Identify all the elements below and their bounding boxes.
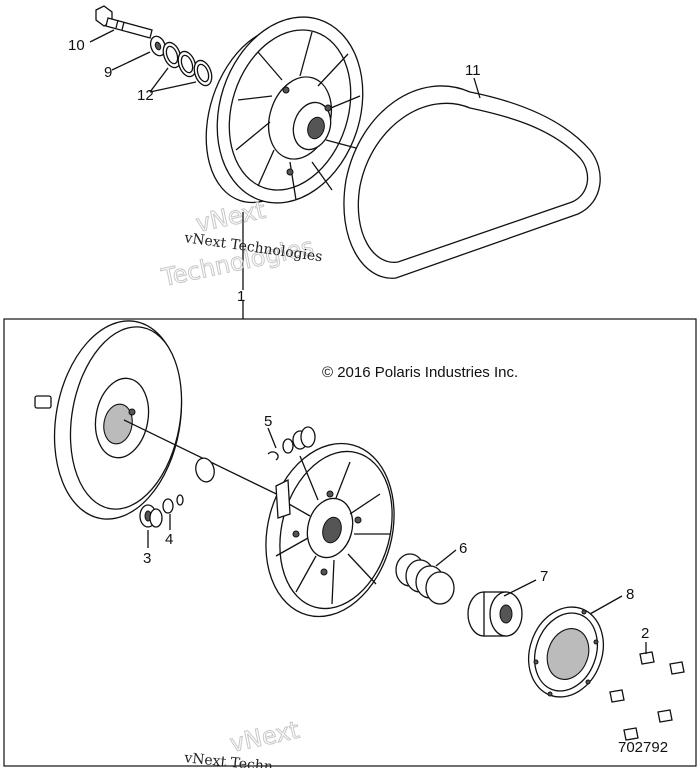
callout-8: 8: [626, 586, 634, 603]
washer-part-9: [149, 35, 167, 57]
callout-10: 10: [68, 37, 85, 54]
driven-clutch-assembly-part-1: [205, 16, 364, 204]
roller-part-5: [267, 426, 316, 461]
washer-part-4: [162, 494, 184, 514]
copyright-notice: © 2016 Polaris Industries Inc.: [322, 364, 518, 381]
callout-2: 2: [641, 625, 649, 642]
snap-ring-small: [195, 457, 215, 483]
callout-11: 11: [465, 62, 481, 79]
callout-12: 12: [137, 87, 154, 104]
callout-7: 7: [540, 568, 548, 585]
roller-part-3: [139, 504, 163, 528]
movable-sheave: [265, 442, 395, 618]
spring-retainer-part-7: [467, 591, 523, 637]
callout-4: 4: [165, 531, 173, 548]
spring-part-6: [395, 553, 455, 605]
watermark-vnext-bottom: vNext: [227, 716, 301, 758]
drive-belt-part-11: [343, 85, 601, 279]
callout-9: 9: [104, 64, 112, 81]
screws-part-2: [609, 651, 685, 741]
callout-1: 1: [237, 288, 245, 305]
watermark-vnext-top: vNext: [193, 196, 267, 238]
diagram-number: 702792: [618, 739, 668, 756]
callout-3: 3: [143, 550, 151, 567]
stationary-sheave: [34, 320, 183, 520]
assembly-detail-box: [3, 318, 697, 767]
watermark-line-bottom: vNext Techn: [183, 750, 274, 768]
callout-6: 6: [459, 540, 467, 557]
cover-plate-part-8: [528, 606, 604, 698]
bolt-part-10: [95, 5, 153, 39]
callout-5: 5: [264, 413, 272, 430]
shim-rings-part-12: [162, 41, 213, 87]
